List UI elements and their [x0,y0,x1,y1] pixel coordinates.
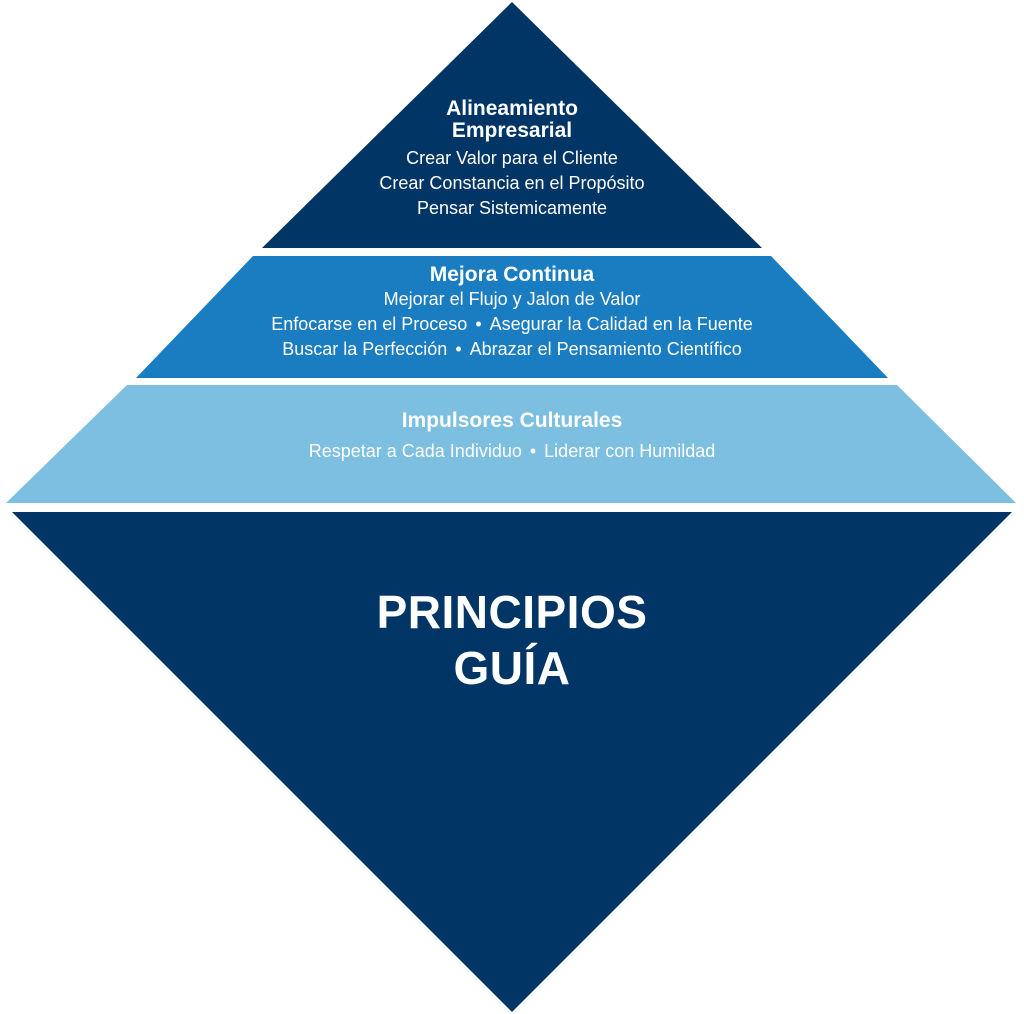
tier-mejora-shape [136,256,888,378]
tier-alineamiento-shape [262,2,762,248]
tier-impulsores-item-row: Respetar a Cada Individuo • Liderar con Hu… [0,439,1024,464]
tier-impulsores-text: Impulsores Culturales Respetar a Cada In… [0,410,1024,464]
tier-impulsores-item: Liderar con Humildad [544,441,716,461]
tier-mejora-item: Asegurar la Calidad en la Fuente [489,314,753,334]
tier-mejora-item-row: Buscar la Perfección • Abrazar el Pensamie… [0,337,1024,362]
tier-alineamiento-item: Crear Valor para el Cliente [406,148,618,168]
tier-alineamiento-text: Alineamiento Empresarial Crear Valor par… [0,98,1024,221]
base-principios-text: PRINCIPIOS GUÍA [0,584,1024,696]
bullet-separator: • [529,441,537,461]
tier-mejora-item-row: Enfocarse en el Proceso • Asegurar la Cali… [0,312,1024,337]
tier-alineamiento-item: Pensar Sistemicamente [416,198,608,218]
tier-alineamiento-title: Alineamiento Empresarial [402,98,622,142]
tier-mejora-title: Mejora Continua [429,263,595,286]
tier-impulsores-item: Respetar a Cada Individuo [308,441,522,461]
base-principios-shape [12,512,1012,1012]
tier-impulsores-shape [6,385,1016,503]
tier-mejora-text: Mejora Continua Mejorar el Flujo y Jalon… [0,264,1024,362]
tier-impulsores-title: Impulsores Culturales [401,409,623,432]
bullet-separator: • [475,314,482,334]
bullet-separator: • [455,339,462,359]
base-title-line-1: PRINCIPIOS [376,586,648,638]
tier-alineamiento-title-line-1: Alineamiento [446,97,578,120]
tier-mejora-item: Mejorar el Flujo y Jalon de Valor [383,289,641,309]
tier-mejora-item: Abrazar el Pensamiento Científico [469,339,742,359]
tier-alineamiento-title-line-2: Empresarial [451,119,573,142]
base-title-line-2: GUÍA [453,642,571,694]
tier-mejora-item: Buscar la Perfección [282,339,448,359]
tier-mejora-item: Enfocarse en el Proceso [271,314,468,334]
tier-alineamiento-item: Crear Constancia en el Propósito [379,173,645,193]
